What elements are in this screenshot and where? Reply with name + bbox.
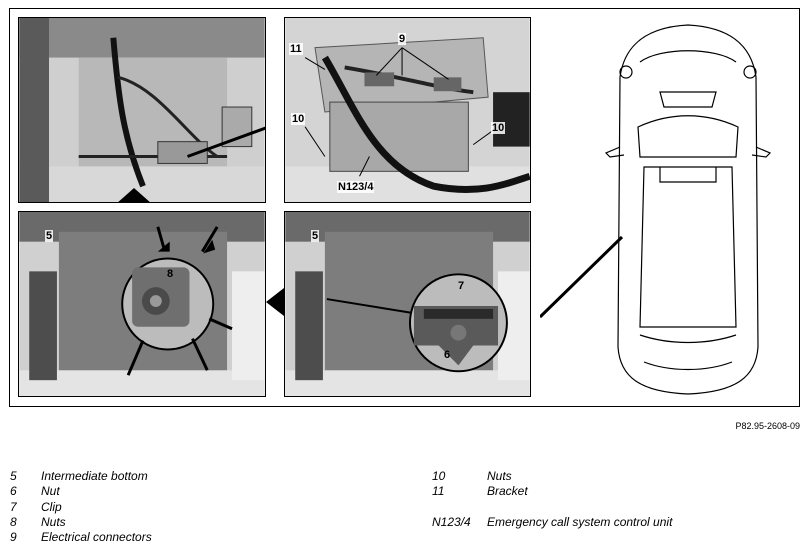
up-arrow-icon bbox=[116, 188, 152, 202]
legend-text: Nuts bbox=[41, 514, 66, 529]
legend-number: 5 bbox=[10, 469, 17, 483]
legend-text: Clip bbox=[41, 499, 62, 514]
legend-number: 6 bbox=[10, 484, 17, 499]
legend-number: 9 bbox=[10, 530, 17, 545]
vehicle-top-view bbox=[538, 17, 795, 402]
legend-number: 7 bbox=[10, 499, 17, 514]
photo-control-unit: 9 11 10 10 N123/4 bbox=[284, 17, 531, 203]
callout-5-right: 5 bbox=[311, 230, 320, 242]
legend-item: 7 Clip bbox=[10, 500, 152, 515]
legend-text: Nuts bbox=[487, 469, 512, 483]
callout-n123-4: N123/4 bbox=[337, 181, 375, 193]
legend-item: 11 Bracket bbox=[432, 484, 672, 499]
callout-10-right: 10 bbox=[491, 122, 506, 134]
legend-text: Bracket bbox=[487, 484, 528, 499]
photo-clip-nut-image bbox=[285, 212, 530, 396]
legend-text: Intermediate bottom bbox=[41, 469, 148, 483]
legend-right: 10 Nuts 11 Bracket N123/4 Emergency call sy… bbox=[432, 469, 672, 530]
legend-number: 10 bbox=[432, 469, 446, 483]
legend-text: Emergency call system control unit bbox=[487, 514, 673, 529]
legend-item: N123/4 Emergency call system control unit bbox=[432, 515, 672, 530]
photo-intermediate-bottom-nuts-image bbox=[19, 212, 265, 396]
photo-clip-nut: 5 7 6 bbox=[284, 211, 531, 397]
callout-5-left: 5 bbox=[45, 230, 54, 242]
callout-9: 9 bbox=[398, 33, 407, 45]
photo-wiring-harness bbox=[18, 17, 266, 203]
legend-item: 6 Nut bbox=[10, 484, 152, 499]
figure-reference: P82.95-2608-09 bbox=[735, 421, 800, 431]
photo-intermediate-bottom-nuts: 5 8 bbox=[18, 211, 266, 397]
legend-number: N123/4 bbox=[432, 514, 471, 529]
legend-text: Electrical connectors bbox=[41, 530, 152, 545]
legend-left: 5 Intermediate bottom 6 Nut 7 Clip 8 Nuts 9 E… bbox=[10, 469, 152, 545]
callout-11: 11 bbox=[289, 43, 303, 55]
photo-control-unit-image bbox=[285, 18, 530, 202]
legend-text: Nut bbox=[41, 484, 60, 499]
callout-6: 6 bbox=[444, 349, 451, 361]
callout-8: 8 bbox=[167, 268, 174, 280]
legend-item: 8 Nuts bbox=[10, 515, 152, 530]
legend-item: 5 Intermediate bottom bbox=[10, 469, 152, 484]
legend-item: 9 Electrical connectors bbox=[10, 530, 152, 545]
legend-item: 10 Nuts bbox=[432, 469, 672, 484]
vehicle-top-view-drawing bbox=[538, 24, 772, 395]
callout-10-left: 10 bbox=[291, 113, 306, 125]
legend-number: 11 bbox=[432, 484, 445, 499]
left-arrow-icon bbox=[266, 288, 284, 316]
callout-7: 7 bbox=[458, 280, 465, 292]
photo-wiring-harness-image bbox=[19, 18, 265, 202]
legend-number: 8 bbox=[10, 514, 17, 529]
legend-item bbox=[432, 500, 672, 515]
